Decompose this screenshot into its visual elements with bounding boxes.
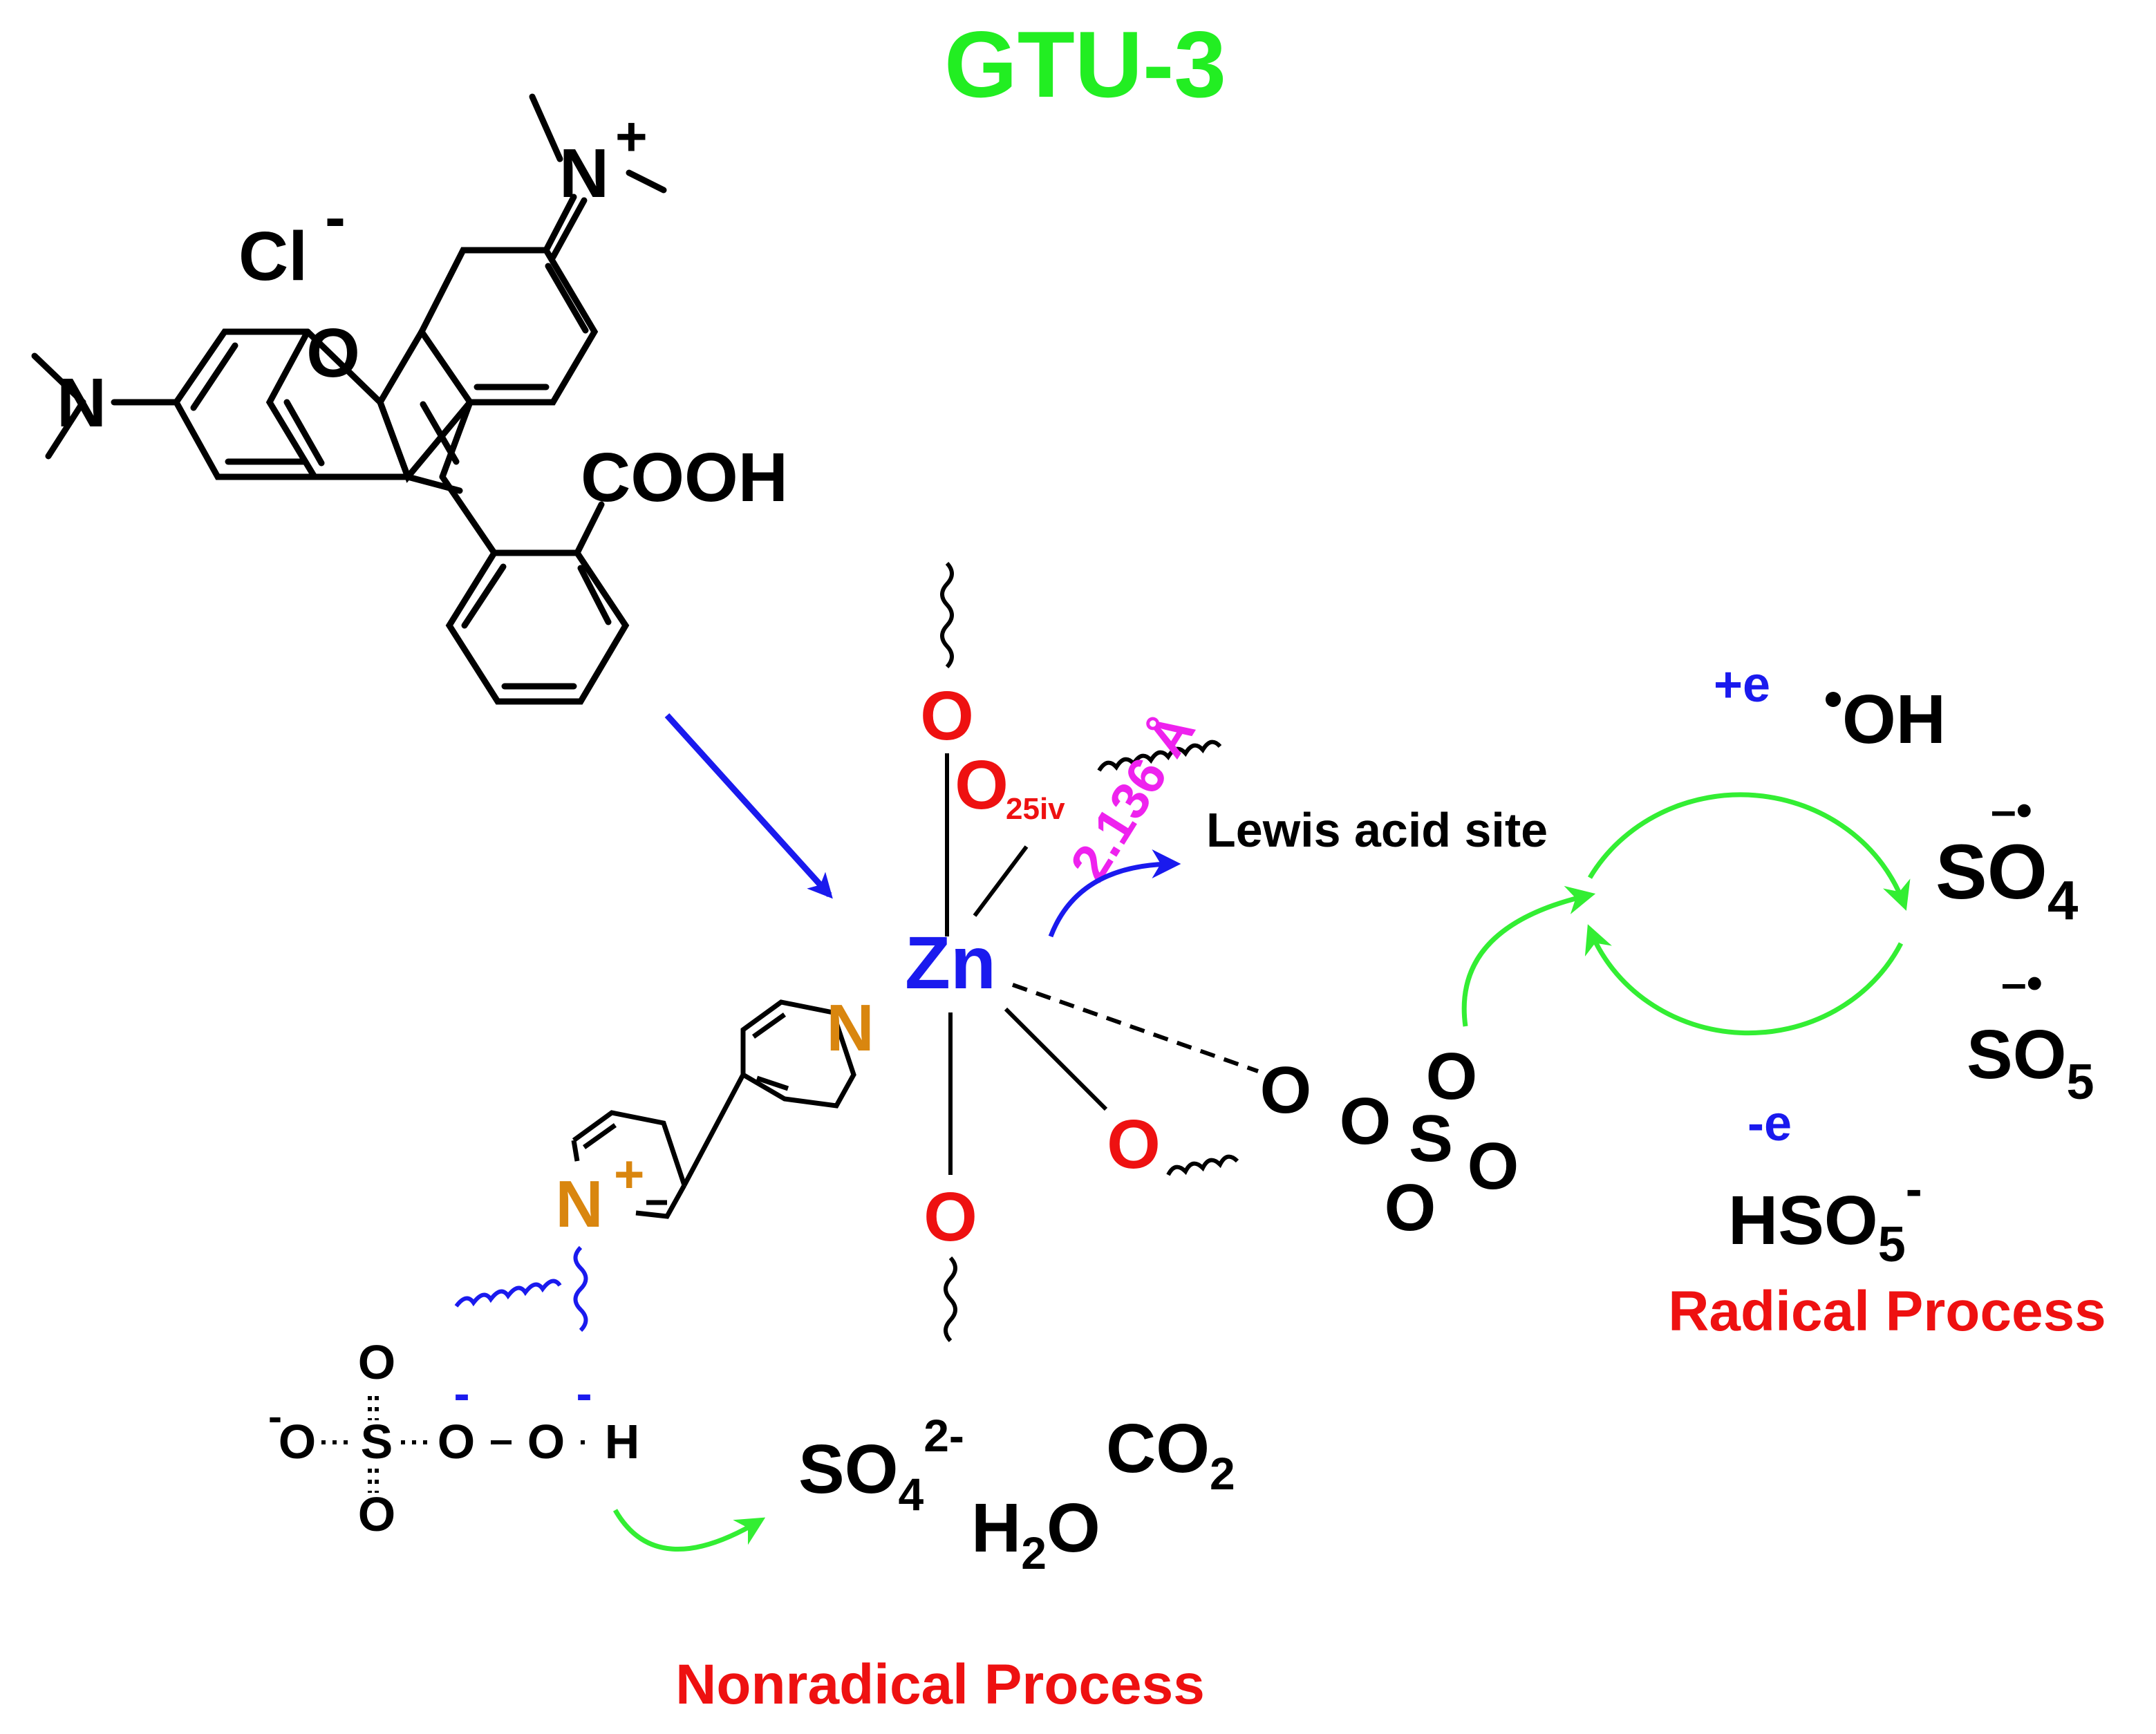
rhodamine-structure [31,93,667,705]
hso5-minus-label: HSO5- [1728,1162,1922,1272]
sulfate-radical: SO4 [1935,829,2079,931]
blue-wavy-bonds [454,1245,588,1332]
oxygen-bottom: O [924,1178,977,1256]
pms-top-o: O [358,1335,395,1389]
bond-distance-label: 2.136 Å [1059,704,1206,891]
co2-product: CO2 [1106,1410,1235,1499]
ring-oxygen-label: O [306,314,360,392]
amine-n-label: N [57,364,106,442]
pms-to-cycle-arrow [1461,885,1596,1027]
pms-bridge-minus: - [453,1366,469,1420]
plus-e-label: +e [1714,657,1770,713]
pms-terminal-o: O [527,1415,565,1469]
pms-sulfur: S [361,1415,393,1469]
oh-radical-label: OH [1842,681,1946,758]
pms-left-minus: - [268,1393,282,1440]
wavy-bonds [940,561,1239,1343]
pms-h: H [605,1415,640,1469]
chloride-label: Cl [238,218,308,295]
chloride-charge: - [325,183,346,252]
pms-o2: O [1340,1084,1391,1158]
oxygen-25iv: O [955,746,1009,824]
pyridinium-charge: + [614,1145,644,1204]
pms-bottom-o: O [358,1487,395,1541]
sulfate-radical-charge: –• [1991,784,2032,836]
pms-s: S [1409,1102,1453,1176]
peroxymonosulfate-radical-charge: –• [2001,957,2043,1008]
iminium-n-label: N [559,135,609,212]
peroxymonosulfate-radical: SO5 [1967,1016,2094,1110]
pms-o4: O [1468,1129,1519,1203]
nonradical-arrow [612,1509,766,1552]
pms-left-o: O [279,1415,316,1469]
oxygen-right: O [1107,1106,1161,1183]
oxygen-25iv-subscript: 25iv [1006,792,1065,826]
lewis-pointer-arrow [1048,849,1181,938]
radical-dot-icon [1826,692,1841,707]
cycle-lower-arc [1584,924,1904,1036]
pms-o1: O [1260,1053,1312,1127]
lewis-acid-label: Lewis acid site [1206,803,1548,857]
pms-o5: O [1385,1171,1436,1245]
pyridinium-n-label: N [555,1167,603,1241]
nonradical-label: Nonradical Process [675,1653,1205,1716]
so4-2minus-product: SO42- [798,1410,964,1520]
minus-e-label: -e [1747,1096,1792,1151]
hydroxyl-radical: OH [1826,681,1946,758]
h2o-product: H2O [971,1489,1100,1578]
pms-terminal-minus: - [576,1366,592,1420]
zn-label: Zn [905,921,996,1004]
hso5-bonds [321,1396,591,1493]
radical-label: Radical Process [1668,1280,2106,1343]
pyridine-n-label: N [826,991,874,1065]
pms-o3: O [1426,1039,1478,1113]
carboxyl-label: COOH [581,439,788,516]
pms-bridge-o: O [438,1415,475,1469]
zn-bonds [945,753,1259,1175]
bipyridinium-structure [571,999,856,1219]
cycle-upper-arc [1587,792,1911,911]
hso5-structure: - O S O O O - O - H [268,1335,639,1541]
pointer-arrow [664,713,833,899]
oxygen-top: O [920,677,974,755]
iminium-charge: + [615,106,648,167]
diagram-title: GTU-3 [944,12,1226,117]
